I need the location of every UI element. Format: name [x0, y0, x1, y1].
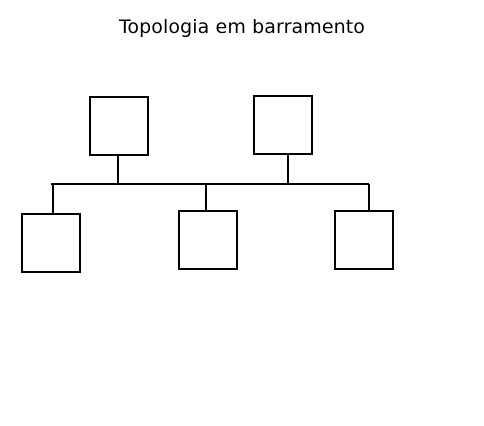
node-top-left [89, 96, 149, 156]
node-bottom-middle [178, 210, 238, 270]
node-bottom-right [334, 210, 394, 270]
bus-connections [51, 154, 370, 217]
diagram-title: Topologia em barramento [118, 16, 366, 38]
nodes [21, 95, 394, 273]
node-top-right [253, 95, 313, 155]
node-bottom-left [21, 213, 81, 273]
